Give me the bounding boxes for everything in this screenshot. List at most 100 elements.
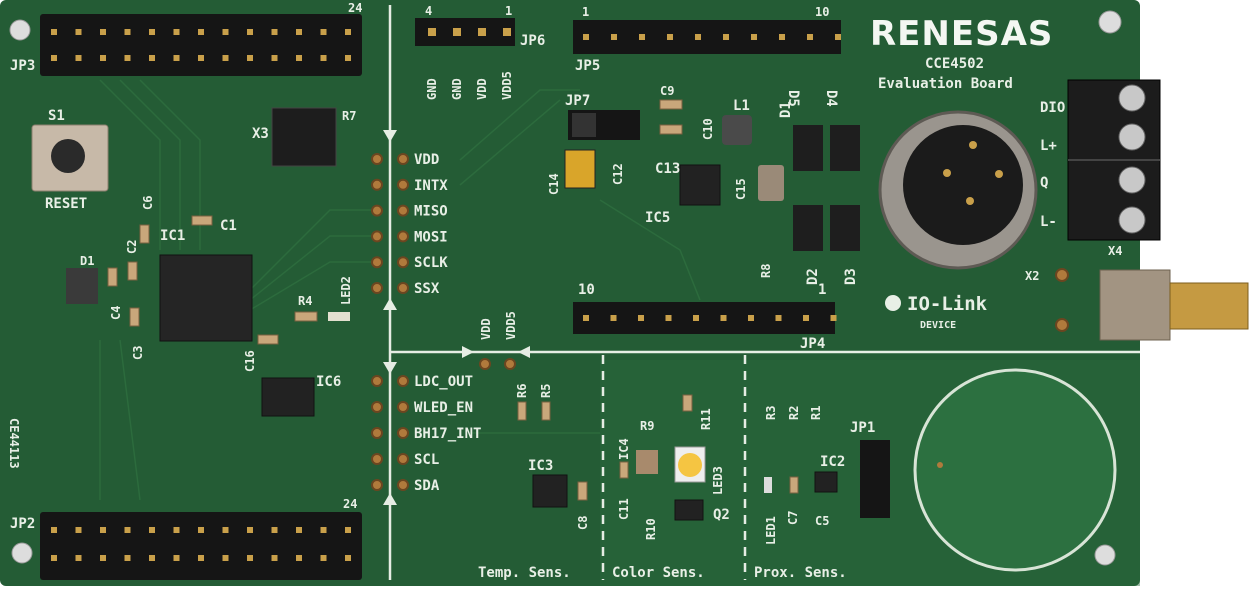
header-pin (75, 55, 82, 61)
transistor-q2 (674, 499, 704, 521)
pad[interactable] (371, 479, 383, 491)
pad[interactable] (371, 401, 383, 413)
header-pin (320, 555, 327, 561)
pad[interactable] (397, 230, 409, 243)
pad[interactable] (371, 204, 383, 217)
header-pin (198, 55, 204, 61)
chip-ic4 (636, 450, 658, 474)
header-jp3[interactable] (40, 14, 362, 76)
chip-ic2 (814, 471, 838, 493)
label-c15: C15 (734, 178, 748, 200)
label-r4: R4 (298, 294, 312, 308)
header-pin (723, 34, 729, 40)
pad[interactable] (371, 453, 383, 465)
header-pin (583, 34, 589, 40)
io-link-logo-icon (885, 295, 901, 311)
pad[interactable] (371, 256, 383, 269)
header-jp1[interactable] (860, 440, 890, 518)
capacitor (659, 124, 683, 135)
signal-label: INTX (414, 178, 448, 194)
pad[interactable] (371, 230, 383, 243)
terminal-label: L+ (1040, 138, 1057, 154)
pad[interactable] (397, 204, 409, 217)
chip-ic5 (679, 164, 721, 206)
header-pin (296, 527, 302, 533)
pad[interactable] (397, 375, 409, 387)
capacitor (577, 481, 588, 501)
header-pin (610, 315, 617, 321)
label-jp4: JP4 (800, 336, 825, 352)
mounting-hole (11, 542, 33, 564)
renesas-logo: RENESAS (870, 14, 1053, 54)
capacitor (789, 476, 799, 494)
header-pin (100, 527, 106, 533)
signal-label: SDA (414, 478, 440, 494)
pad[interactable] (397, 256, 409, 269)
label-s1: S1 (48, 108, 65, 124)
header-pin (51, 527, 57, 533)
label-d1b: D1 (778, 101, 794, 118)
header-pin (665, 315, 672, 321)
header-pin (693, 315, 699, 321)
capacitor-c14 (564, 149, 596, 189)
header-jp4[interactable] (573, 302, 835, 334)
header-pin (75, 527, 82, 533)
pad-vdd[interactable] (479, 358, 491, 370)
resistor (541, 401, 551, 421)
led3-lens (678, 453, 702, 477)
pad[interactable] (371, 427, 383, 439)
pad[interactable] (371, 375, 383, 387)
header-pin (247, 555, 253, 561)
chip-ic6 (261, 377, 315, 417)
label-r10: R10 (644, 518, 658, 540)
pad-vdd5[interactable] (504, 358, 516, 370)
label-c6: C6 (141, 196, 155, 210)
pad[interactable] (371, 178, 383, 191)
pad[interactable] (371, 153, 383, 165)
header-jp5[interactable] (573, 20, 841, 54)
pad[interactable] (397, 401, 409, 413)
label-q2: Q2 (713, 507, 730, 523)
signal-label: LDC_OUT (414, 374, 473, 390)
pad[interactable] (397, 282, 409, 294)
header-pin (222, 527, 229, 533)
label-vdd5-pin: VDD5 (504, 311, 518, 340)
arrow-icon (518, 346, 530, 358)
reset-button[interactable] (31, 124, 109, 192)
pad[interactable] (397, 479, 409, 491)
header-pin (222, 29, 229, 35)
label-c5: C5 (815, 514, 829, 528)
jumper[interactable] (572, 113, 596, 137)
connector-x3[interactable] (271, 107, 337, 167)
terminal-block-x4[interactable] (1067, 79, 1161, 241)
traces (99, 79, 701, 501)
pad[interactable] (397, 178, 409, 191)
pad[interactable] (397, 453, 409, 465)
header-jp2[interactable] (40, 512, 362, 580)
sma-connector[interactable] (1099, 269, 1249, 341)
signal-label: WLED_EN (414, 400, 473, 416)
m12-connector[interactable] (878, 110, 1038, 270)
diode-d4 (830, 125, 860, 171)
label-x2: X2 (1025, 269, 1039, 283)
label-c4: C4 (109, 306, 123, 320)
label-r1: R1 (809, 406, 823, 420)
section-color-sens: Color Sens. (612, 565, 705, 581)
header-pin (720, 315, 727, 321)
header-pin (173, 527, 180, 533)
header-pin (611, 34, 617, 40)
label-r9: R9 (640, 419, 654, 433)
pad[interactable] (397, 427, 409, 439)
label-jp2: JP2 (10, 516, 35, 532)
header-pin (835, 34, 841, 40)
header-pin (775, 315, 782, 321)
mounting-hole (1094, 544, 1116, 566)
header-pin (51, 29, 57, 35)
terminal-label: Q (1040, 175, 1048, 191)
label-c10: C10 (701, 118, 715, 140)
header-pin (247, 55, 253, 61)
jp6-pin-label: GND (425, 78, 439, 100)
pad[interactable] (397, 153, 409, 165)
header-pin (198, 555, 204, 561)
pad[interactable] (371, 282, 383, 294)
